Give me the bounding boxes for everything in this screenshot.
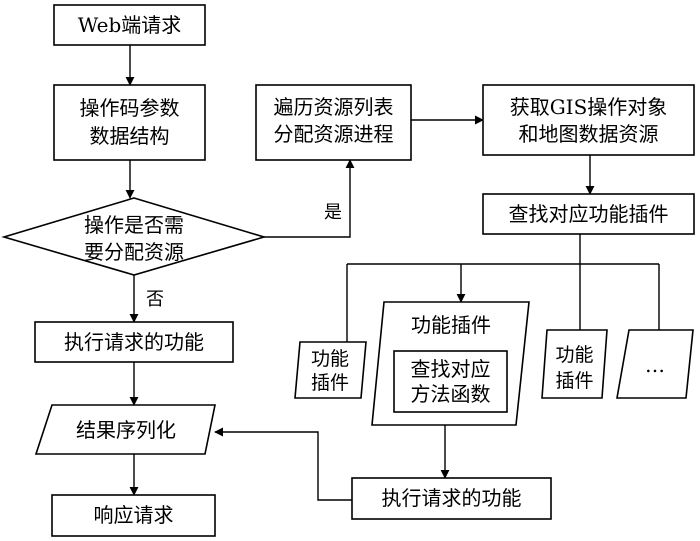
exec-bottom-label: 执行请求的功能 (382, 486, 522, 510)
opcode-label-line1: 操作码参数 (80, 96, 180, 120)
node-find-plugin: 查找对应功能插件 (482, 193, 695, 235)
find-method-line1: 查找对应 (411, 357, 491, 381)
serialize-label: 结果序列化 (76, 418, 176, 442)
no-label: 否 (146, 289, 164, 310)
node-serialize: 结果序列化 (34, 404, 216, 455)
node-plugin-small-2: 功能 插件 (541, 329, 608, 399)
node-plugin-small-1: 功能 插件 (294, 341, 367, 399)
find-method-line2: 方法函数 (411, 382, 491, 406)
node-plugin-big: 功能插件 查找对应 方法函数 (371, 301, 530, 426)
find-method-box (393, 350, 508, 413)
node-get-gis: 获取GIS操作对象 和地图数据资源 (482, 84, 695, 156)
traverse-label-line1: 遍历资源列表 (274, 95, 394, 119)
respond-label: 响应请求 (94, 503, 174, 527)
node-web-request: Web端请求 (53, 4, 206, 46)
traverse-label-line2: 分配资源进程 (274, 122, 394, 146)
node-opcode: 操作码参数 数据结构 (53, 84, 206, 161)
node-traverse: 遍历资源列表 分配资源进程 (255, 84, 412, 161)
exec-left-label: 执行请求的功能 (64, 330, 204, 354)
plugin-small-1-line1: 功能 (311, 348, 349, 370)
arrow-exec-to-serialize (214, 427, 352, 501)
node-decision: 操作是否需 要分配资源 (1, 197, 267, 276)
plugin-big-title: 功能插件 (411, 313, 491, 337)
get-gis-label-line2: 和地图数据资源 (519, 122, 659, 146)
find-plugin-label: 查找对应功能插件 (509, 202, 669, 226)
plugin-small-2-line2: 插件 (555, 370, 593, 392)
opcode-label-line2: 数据结构 (90, 124, 170, 148)
plugin-small-1-line2: 插件 (311, 372, 349, 394)
node-respond: 响应请求 (51, 494, 216, 537)
ellipsis-label: … (645, 353, 665, 377)
node-exec-left: 执行请求的功能 (34, 321, 234, 363)
node-exec-bottom: 执行请求的功能 (351, 477, 552, 520)
arrow-decision-yes-to-traverse (264, 159, 355, 238)
node-ellipsis: … (616, 329, 694, 399)
decision-label-line1: 操作是否需 (84, 213, 184, 237)
connectors (125, 45, 660, 501)
yes-label: 是 (324, 202, 342, 223)
decision-label-line2: 要分配资源 (84, 240, 184, 264)
get-gis-label-line1: 获取GIS操作对象 (510, 95, 668, 119)
web-request-label: Web端请求 (78, 13, 182, 37)
plugin-small-2-line1: 功能 (555, 344, 593, 366)
